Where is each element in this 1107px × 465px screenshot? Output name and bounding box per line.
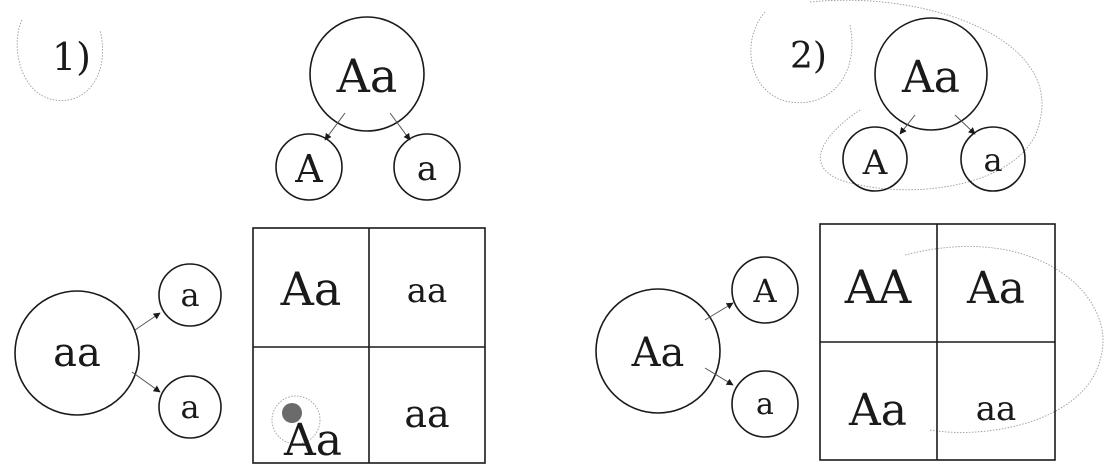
problem-1-scribble-mark [282,403,302,423]
problem-1-arrow-left-bottom [131,371,161,393]
problem-2-cell-1-1: AA [844,260,912,314]
problem-2-cell-2-2: aa [976,389,1017,429]
problem-1-cell-1-2: aa [407,271,448,311]
problem-2-gamete-left-2-circle [731,370,799,438]
problem-1-parent-top-circle [309,16,425,132]
problem-1-parent-left-circle [14,290,140,416]
problem-2-grid-scribble [904,246,1104,433]
problem-2-parent-left: Aa [631,330,685,376]
problem-1-gamete-top-2-circle [393,133,461,201]
problem-1-gamete-left-1-circle [158,263,222,327]
problem-2-parent-left-circle [595,288,721,414]
problem-2-arrow-top-right [954,114,976,135]
problem-1-gamete-left-2: a [180,388,199,426]
problem-1-cell-2-1: Aa [283,415,342,465]
problem-1-gamete-left-2-circle [158,375,222,439]
problem-2-gamete-top-1-circle [842,126,908,192]
problem-2-gamete-left-2: a [756,387,774,422]
problem-1-label-circle [16,19,104,101]
problem-1-gamete-top-2: a [417,149,437,189]
problem-1-cell-2-2: aa [404,392,449,436]
problem-1-parent-left: aa [53,330,101,376]
problem-2-cell-2-1: Aa [848,385,907,436]
problem-1-arrow-top-left [324,112,346,141]
problem-2-label: 2) [790,36,827,77]
problem-1-parent-top: Aa [336,49,398,103]
problem-2-gamete-top-1: A [862,143,888,183]
problem-2-label-circle [750,11,853,104]
problem-2-cell-1-2: Aa [966,263,1025,314]
problem-2-gamete-top-2-circle [960,126,1026,192]
problem-1-gamete-top-1-circle [275,133,343,201]
problem-1-cell-1-1: Aa [280,262,342,316]
problem-1-arrow-left-top [134,312,161,331]
problem-2-gamete-top-2: a [983,141,1002,179]
problem-2: 2) Aa A a Aa A a AA Aa Aa aa [595,0,1104,461]
problem-1: 1) Aa A a aa a a Aa aa Aa aa [14,16,486,465]
problem-1-gamete-top-1: A [294,147,323,191]
problem-2-parent-top: Aa [901,52,960,103]
problem-1-label: 1) [52,35,91,79]
problem-2-arrow-left-top [704,302,734,321]
problem-1-gamete-left-1: a [180,276,199,314]
problem-2-parent-top-circle [874,17,988,131]
problem-1-arrow-top-right [389,112,411,141]
problem-2-gamete-left-1: A [752,272,777,310]
problem-2-arrow-left-bottom [704,367,734,386]
problem-2-arrow-top-left [899,114,916,135]
problem-2-gamete-left-1-circle [731,256,799,324]
